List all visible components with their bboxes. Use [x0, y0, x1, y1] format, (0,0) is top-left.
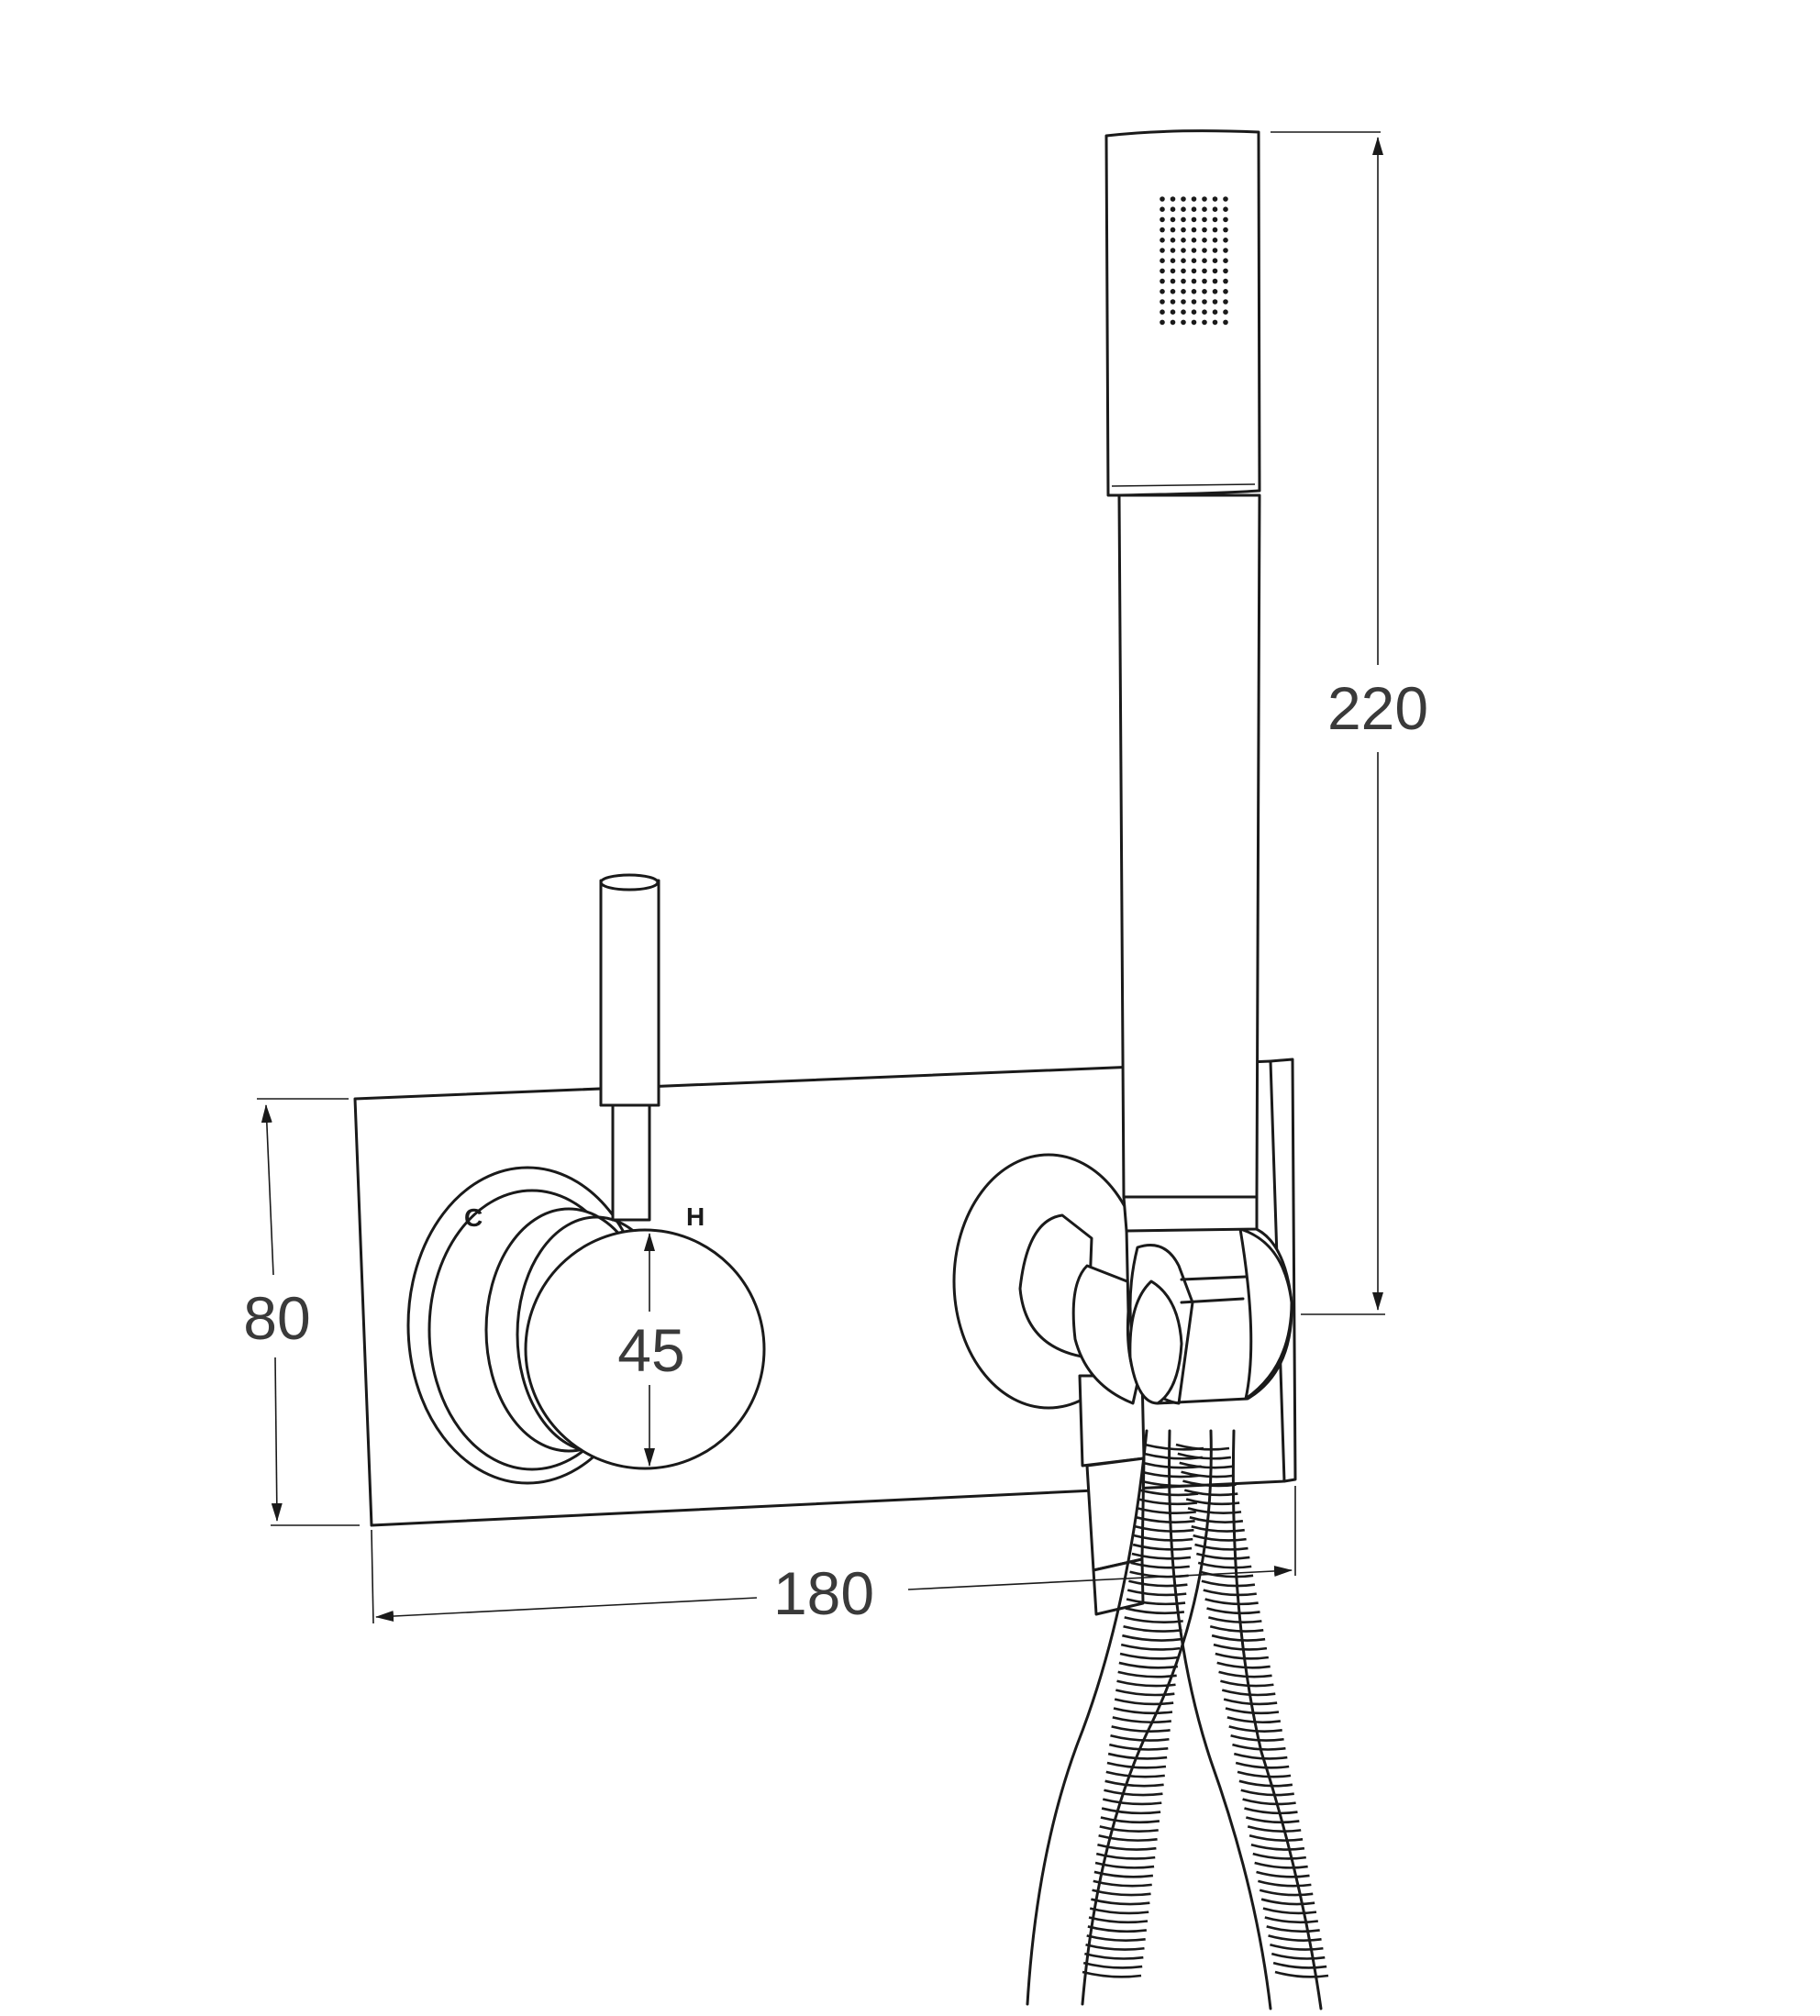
- nozzle-array: [1160, 196, 1228, 326]
- handset-holder: [1071, 1224, 1293, 1405]
- dimension-plate-height: 80: [243, 1098, 360, 1526]
- handset-handle: [1117, 493, 1261, 1199]
- dimension-label-45: 45: [617, 1316, 684, 1384]
- dimension-label-180: 180: [773, 1559, 874, 1627]
- hand-shower: [1104, 129, 1261, 1233]
- dimension-plate-width: 180: [371, 1486, 1296, 1627]
- cold-marking: C: [464, 1203, 483, 1232]
- shower-hose: [1026, 1429, 1329, 2010]
- dimension-overall-height: 220: [1271, 131, 1428, 1315]
- hot-marking: H: [686, 1202, 705, 1231]
- handset-collar: [1122, 1195, 1259, 1233]
- dimension-handle-diameter: 45: [617, 1233, 685, 1467]
- handle-knob: [524, 1228, 766, 1470]
- mixer-lever: [599, 873, 660, 1222]
- dimension-label-80: 80: [243, 1284, 310, 1352]
- dimension-label-220: 220: [1327, 674, 1428, 742]
